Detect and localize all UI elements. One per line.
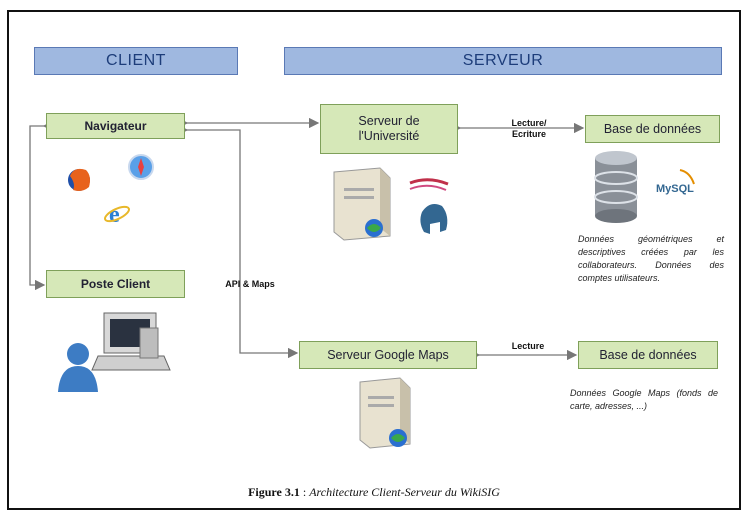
client-header: CLIENT [34,47,238,75]
figure-number: Figure 3.1 [248,485,300,499]
mysql-logo-icon: MySQL [656,169,695,195]
serveur-google-box: Serveur Google Maps [299,341,477,369]
svg-text:MySQL: MySQL [656,183,694,195]
serveur-universite-box: Serveur de l'Université [320,104,458,154]
caption-separator: : [299,485,310,499]
svg-text:e: e [109,202,120,228]
google-server-icon [359,377,411,449]
poste-client-box: Poste Client [46,270,185,298]
navigateur-box: Navigateur [46,113,185,139]
server-header: SERVEUR [284,47,722,75]
db2-note: Données Google Maps (fonds de carte, adr… [570,388,718,411]
internet-explorer-icon: e [104,202,130,228]
figure-caption: Figure 3.1 : Architecture Client-Serveur… [0,485,748,500]
lecture-ecriture-label: Lecture/ Ecriture [494,118,564,140]
oracle-logo-icon [409,178,449,191]
firefox-icon [68,168,90,191]
arrow-nav-poste [29,120,54,291]
arrow-nav-google [177,124,299,359]
database-cylinder-icon [594,151,638,223]
university-server-icon [333,167,391,241]
lecture-label: Lecture [511,341,545,351]
lecture-ecriture-line2: Ecriture [511,129,546,139]
postgresql-icon [420,204,448,234]
api-maps-label: API & Maps [225,279,275,289]
caption-text: Architecture Client-Serveur du WikiSIG [309,485,500,499]
db1-note: Données géométriques et descriptives cré… [578,234,724,283]
figure-frame [7,10,741,510]
user-computer-icon [58,312,171,392]
safari-icon [128,154,154,180]
base-donnees-box-2: Base de données [578,341,718,369]
base-donnees-box-1: Base de données [585,115,720,143]
lecture-ecriture-line1: Lecture/ [511,118,547,128]
